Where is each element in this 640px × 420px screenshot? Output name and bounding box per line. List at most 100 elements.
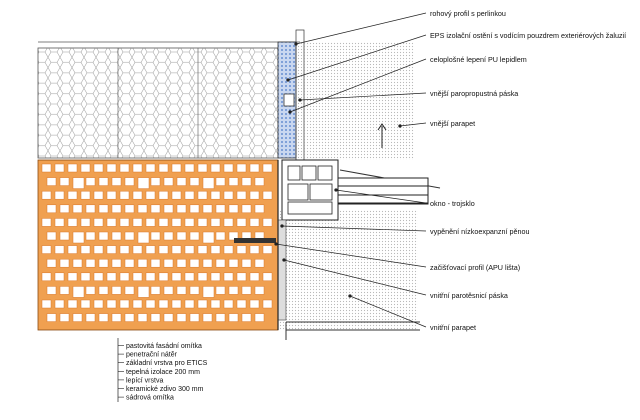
- brick-void: [46, 231, 57, 241]
- brick-void: [72, 258, 83, 268]
- brick-void: [98, 258, 109, 268]
- brick-void: [184, 245, 195, 254]
- brick-void: [111, 231, 122, 241]
- brick-void: [145, 218, 156, 227]
- brick-void: [72, 286, 85, 298]
- brick-void: [132, 218, 143, 227]
- brick-void: [119, 218, 130, 227]
- brick-void: [241, 258, 252, 268]
- brick-void: [111, 313, 122, 322]
- leader-line: [287, 34, 427, 81]
- brick-void: [111, 258, 122, 268]
- brick-void: [236, 245, 247, 254]
- eps-insulation: [37, 47, 279, 159]
- brick-void: [124, 204, 135, 214]
- brick-void: [228, 177, 239, 186]
- brick-void: [54, 218, 65, 227]
- foam-fill: [277, 219, 287, 321]
- brick-void: [171, 272, 182, 282]
- brick-void: [67, 218, 78, 227]
- brick-void: [54, 163, 65, 173]
- leader-dot: [334, 188, 338, 192]
- brick-void: [46, 177, 57, 186]
- brick-void: [54, 272, 65, 282]
- brick-void: [262, 190, 273, 200]
- callout-label: vnější parapet: [430, 119, 475, 128]
- frame-chamber: [287, 165, 301, 181]
- leader-line: [281, 225, 427, 232]
- brick-void: [41, 272, 52, 282]
- brick-void: [249, 245, 260, 254]
- brick-void: [111, 204, 122, 214]
- brick-void: [80, 190, 91, 200]
- brick-void: [137, 177, 150, 189]
- layer-label: základní vrstva pro ETICS: [126, 360, 208, 367]
- brick-void: [163, 204, 174, 214]
- brick-void: [163, 231, 174, 241]
- brick-void: [106, 299, 117, 309]
- brick-void: [228, 204, 239, 214]
- brick-void: [137, 313, 148, 322]
- brick-void: [80, 218, 91, 227]
- brick-void: [223, 163, 234, 173]
- brick-void: [210, 190, 221, 200]
- brick-void: [215, 286, 226, 295]
- brick-void: [72, 204, 83, 214]
- leader-line: [299, 92, 427, 101]
- brick-void: [106, 245, 117, 254]
- brick-void: [163, 286, 174, 295]
- brick-void: [171, 245, 182, 254]
- apu-strip: [234, 238, 276, 243]
- brick-void: [106, 218, 117, 227]
- brick-void: [111, 286, 122, 295]
- brick-void: [158, 245, 169, 254]
- brick-void: [254, 177, 265, 186]
- brick-void: [189, 313, 200, 322]
- brick-void: [67, 163, 78, 173]
- brick-void: [223, 190, 234, 200]
- brick-void: [72, 177, 85, 189]
- brick-void: [241, 177, 252, 186]
- leader-line: [335, 189, 427, 204]
- brick-void: [150, 286, 161, 295]
- brick-void: [124, 286, 135, 295]
- leader-dot: [274, 242, 278, 246]
- brick-void: [72, 313, 83, 322]
- brick-void: [215, 177, 226, 186]
- brick-void: [59, 231, 70, 241]
- callout-label: vnitřní parotěsnicí páska: [430, 291, 508, 300]
- callout-label: začišťovací profil (APU lišta): [430, 263, 520, 272]
- leader-dot: [398, 124, 402, 128]
- brick-void: [158, 218, 169, 227]
- brick-void: [132, 299, 143, 309]
- brick-void: [67, 272, 78, 282]
- brick-void: [72, 231, 85, 244]
- brick-void: [262, 163, 273, 173]
- brick-void: [111, 177, 122, 186]
- brick-void: [98, 231, 109, 241]
- layer-label: pastovitá fasádní omítka: [126, 343, 202, 350]
- brick-void: [236, 272, 247, 282]
- brick-void: [241, 313, 252, 322]
- callout-label: vnější paropropustná páska: [430, 89, 518, 98]
- brick-void: [171, 299, 182, 309]
- brick-void: [41, 299, 52, 309]
- brick-void: [85, 313, 96, 322]
- brick-void: [210, 299, 221, 309]
- brick-void: [176, 258, 187, 268]
- brick-void: [150, 231, 161, 241]
- brick-void: [228, 258, 239, 268]
- frame-chamber: [301, 165, 317, 181]
- brick-void: [171, 190, 182, 200]
- brick-void: [236, 218, 247, 227]
- brick-void: [210, 163, 221, 173]
- brick-void: [241, 204, 252, 214]
- frame-chamber: [317, 165, 333, 181]
- brick-void: [197, 190, 208, 200]
- callout-label: vypěnění nízkoexpanzní pěnou: [430, 227, 530, 236]
- brick-void: [215, 313, 226, 322]
- brick-void: [176, 313, 187, 322]
- leader-dot: [294, 42, 298, 46]
- brick-void: [46, 313, 57, 322]
- brick-void: [145, 272, 156, 282]
